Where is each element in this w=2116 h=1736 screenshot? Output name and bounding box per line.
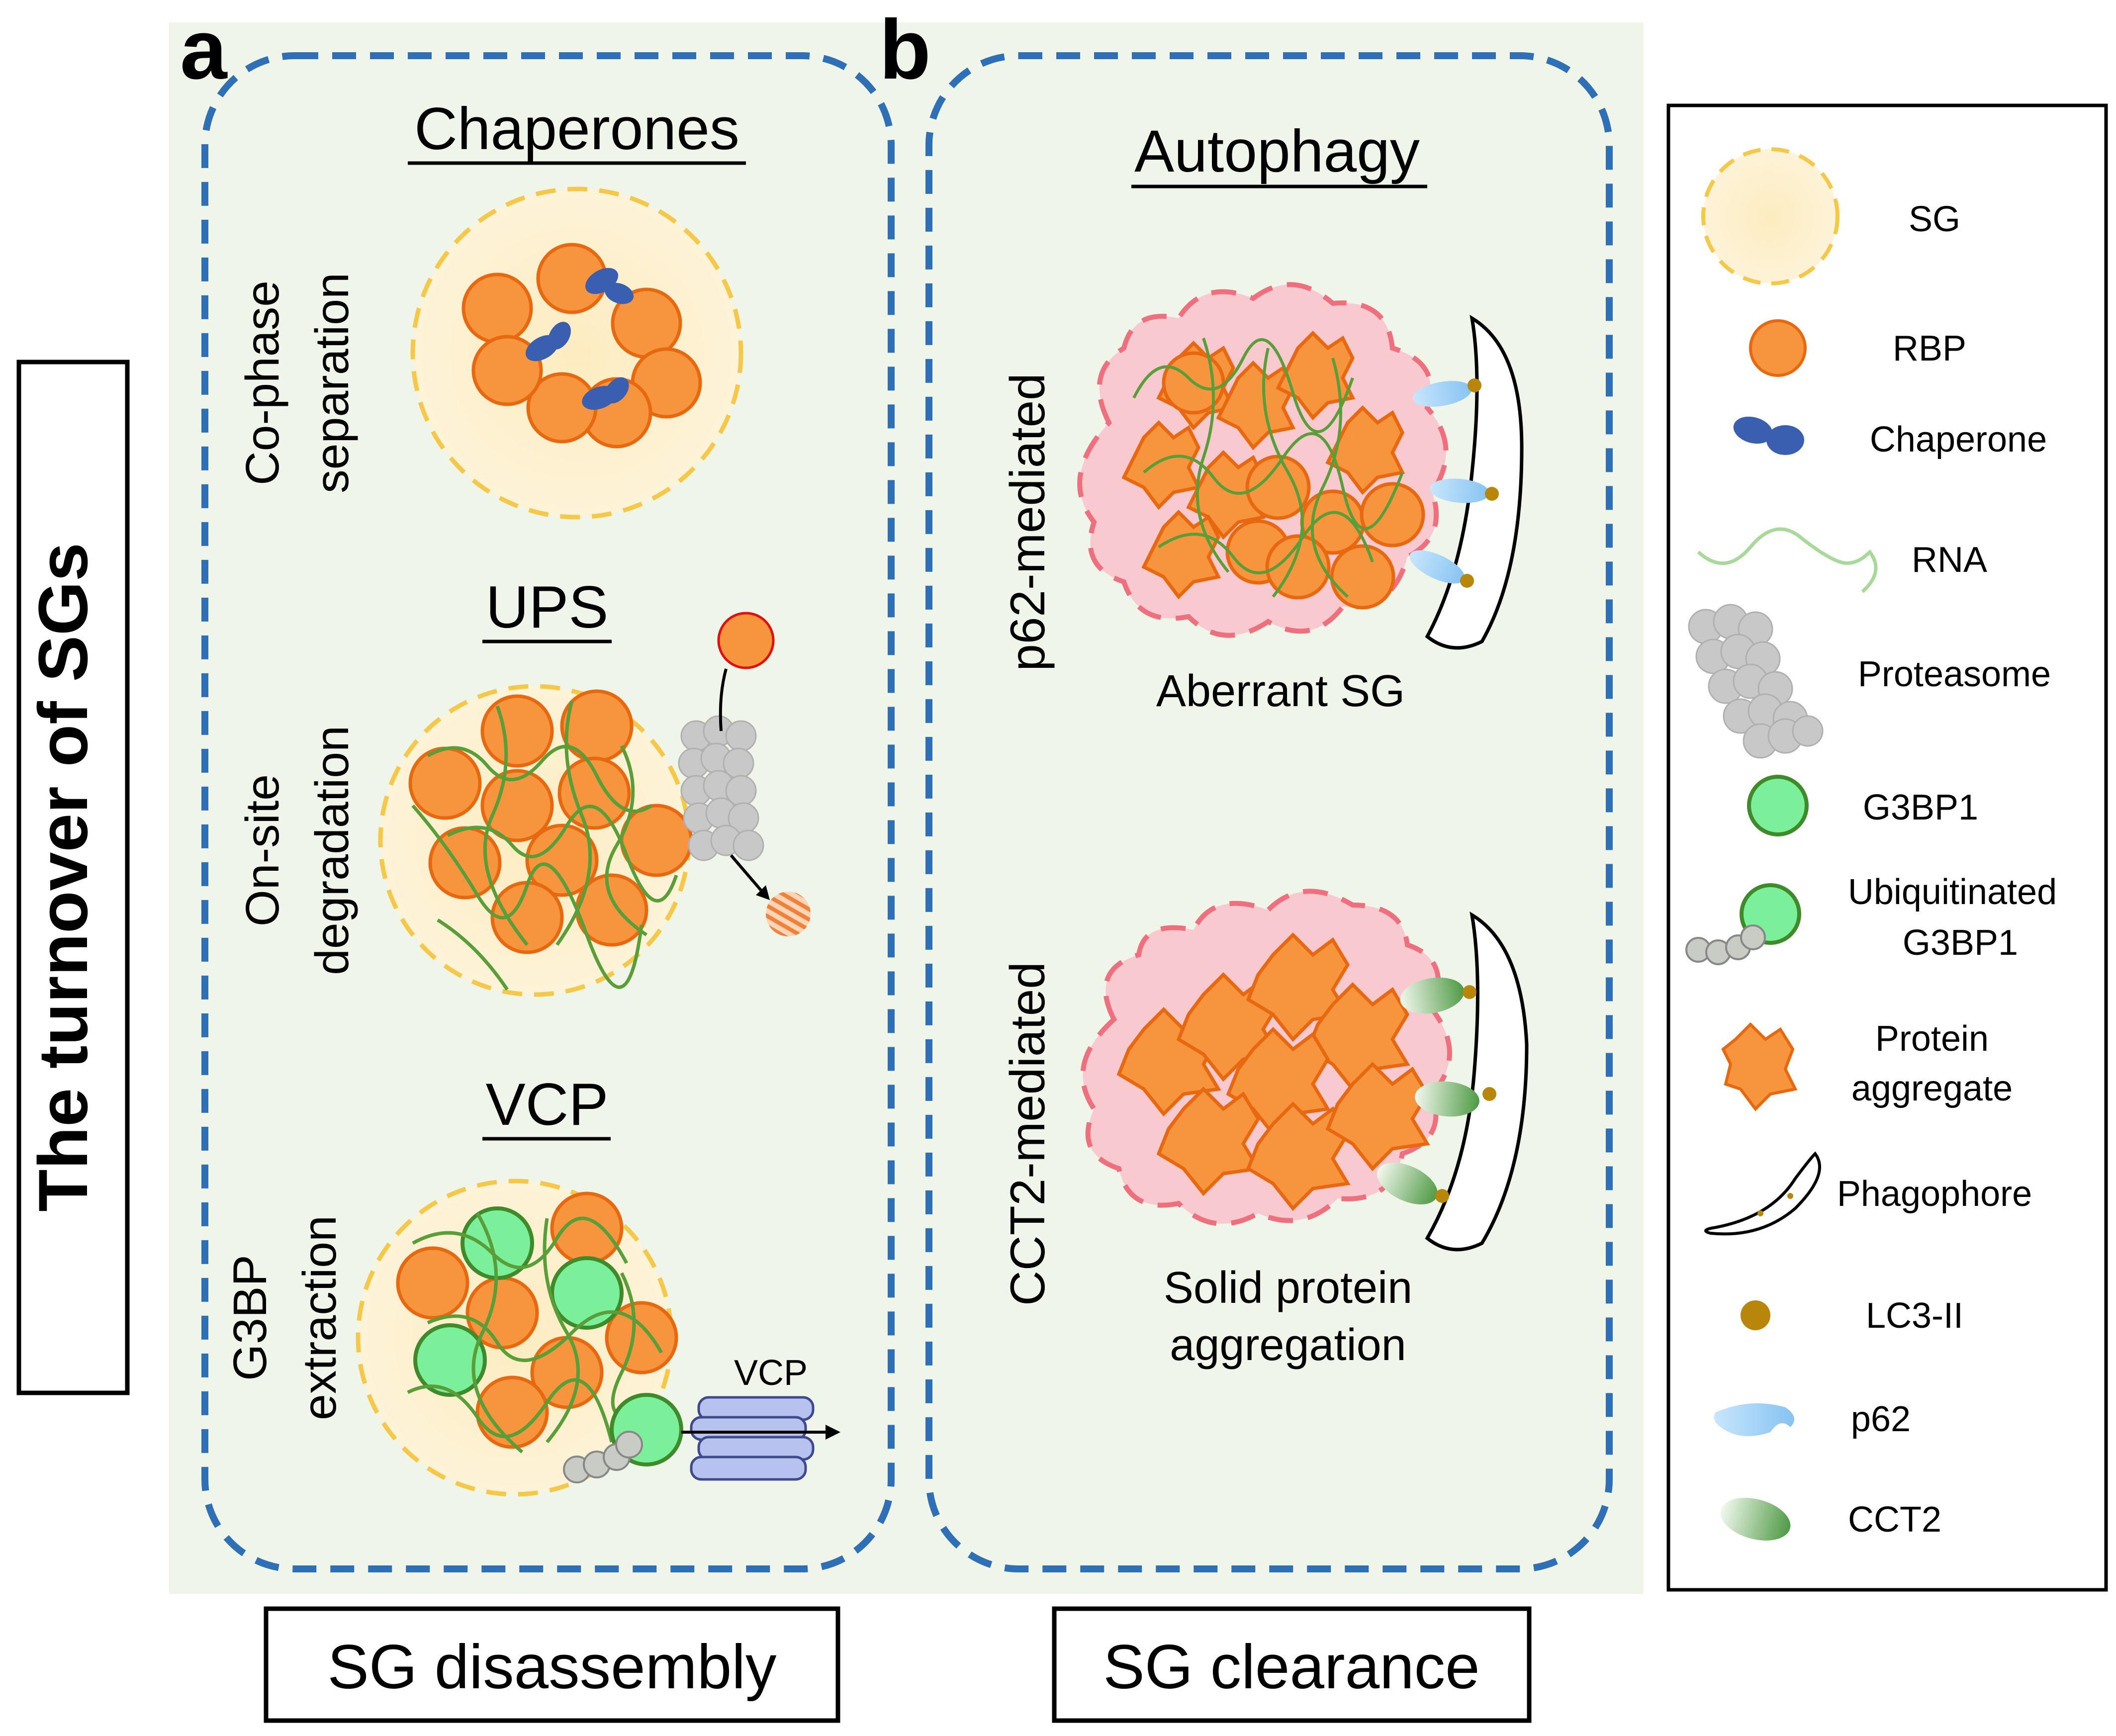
g3bp1-icon bbox=[1747, 775, 1809, 836]
panel-b-letter: b bbox=[879, 2, 931, 97]
sg-cophase-droplet bbox=[410, 186, 743, 520]
onsite-label-line1: On-site bbox=[236, 774, 289, 926]
solid-aggregate-caption-line1: Solid protein bbox=[1164, 1263, 1412, 1313]
degraded-rbp bbox=[766, 892, 811, 936]
p62 bbox=[1412, 381, 1472, 407]
legend-label-protein-aggregate-line2: aggregate bbox=[1851, 1069, 2013, 1108]
protein-aggregate-icon bbox=[1721, 1022, 1798, 1111]
legend-label-sg: SG bbox=[1909, 199, 1960, 239]
legend-label-g3bp1: G3BP1 bbox=[1863, 788, 1978, 827]
legend-label-chaperone: Chaperone bbox=[1870, 420, 2047, 459]
chaperones-heading: Chaperones bbox=[414, 95, 739, 162]
phagophore-cct2 bbox=[1425, 912, 1529, 1252]
cct2-mediated-label: CCT2-mediated bbox=[1000, 962, 1055, 1306]
rbp-icon bbox=[1749, 319, 1807, 377]
legend-label-rna: RNA bbox=[1912, 540, 1987, 580]
cophase-label-line2: separation bbox=[306, 273, 359, 493]
chaperone bbox=[604, 377, 629, 404]
onsite-label: On-site degradation bbox=[236, 726, 359, 975]
cct2 bbox=[1400, 977, 1465, 1014]
legend-label-cct2: CCT2 bbox=[1848, 1500, 1941, 1540]
sg-ups-droplet bbox=[378, 612, 811, 997]
legend-label-lc3-ii: LC3-II bbox=[1866, 1296, 1963, 1336]
legend: SG RBP Chaperone RNA Proteasome G3BP1 Ub… bbox=[1666, 103, 2108, 1592]
legend-label-phagophore: Phagophore bbox=[1837, 1174, 2032, 1214]
sg-clearance-box: SG clearance bbox=[1052, 1606, 1532, 1723]
legend-label-ubiquitinated-g3bp1-line2: G3BP1 bbox=[1903, 923, 2018, 963]
lc3-ii-icon bbox=[1741, 1300, 1770, 1330]
phagophore-icon-dot bbox=[1757, 1210, 1763, 1216]
sg-disassembly-label: SG disassembly bbox=[327, 1633, 777, 1702]
ups-heading: UPS bbox=[486, 574, 609, 640]
sg-clearance-label: SG clearance bbox=[1103, 1633, 1479, 1702]
solid-aggregate-caption-line2: aggregation bbox=[1170, 1320, 1406, 1370]
rna-icon bbox=[1697, 527, 1878, 593]
ubiquitinated-g3bp1-icon bbox=[1685, 883, 1801, 965]
cct2 bbox=[1377, 1163, 1438, 1204]
cct2 bbox=[1415, 1081, 1479, 1117]
p62-icon bbox=[1714, 1403, 1794, 1436]
legend-label-rbp: RBP bbox=[1893, 329, 1966, 368]
vcp-complex bbox=[690, 1396, 815, 1481]
vcp-heading: VCP bbox=[486, 1071, 609, 1138]
legend-label-proteasome: Proteasome bbox=[1858, 654, 2051, 694]
vcp-complex-label: VCP bbox=[734, 1353, 808, 1393]
legend-label-protein-aggregate-line1: Protein bbox=[1875, 1019, 1989, 1059]
p62-mediated-label: p62-mediated bbox=[1000, 373, 1055, 671]
panel-a-letter: a bbox=[180, 2, 228, 97]
legend-box bbox=[1666, 103, 2108, 1592]
rbp-ubiquitin-target bbox=[717, 612, 775, 669]
sg-icon bbox=[1701, 147, 1840, 285]
chaperone-icon bbox=[1733, 416, 1804, 455]
rbp bbox=[471, 335, 543, 406]
legend-label-p62: p62 bbox=[1851, 1399, 1911, 1439]
side-title-box: The turnover of SGs bbox=[16, 360, 130, 1395]
chaperone bbox=[548, 322, 571, 350]
proteasome-icon bbox=[1688, 604, 1824, 759]
p62 bbox=[1430, 478, 1489, 503]
cct2-icon bbox=[1720, 1498, 1791, 1541]
aberrant-sg: Aberrant SG bbox=[1077, 282, 1524, 716]
phagophore-icon bbox=[1704, 1151, 1821, 1236]
aberrant-sg-caption: Aberrant SG bbox=[1156, 666, 1405, 716]
legend-label-ubiquitinated-g3bp1-line1: Ubiquitinated bbox=[1848, 872, 2057, 912]
sg-vcp-droplet: VCP bbox=[356, 1179, 840, 1497]
g3bp-label-line1: G3BP bbox=[224, 1255, 276, 1380]
proteasome bbox=[678, 715, 764, 861]
panel-b-border bbox=[925, 52, 1613, 1572]
cophase-label: Co-phase separation bbox=[236, 273, 359, 493]
side-title: The turnover of SGs bbox=[24, 543, 102, 1212]
p62 bbox=[1409, 550, 1465, 584]
rbp bbox=[461, 273, 533, 344]
solid-aggregate: Solid protein aggregation bbox=[1080, 889, 1529, 1370]
onsite-label-line2: degradation bbox=[306, 726, 359, 975]
sg-disassembly-box: SG disassembly bbox=[264, 1606, 840, 1723]
phagophore-icon-dot bbox=[1787, 1193, 1793, 1199]
g3bp-extraction-label: G3BP extraction bbox=[224, 1215, 346, 1420]
cophase-label-line1: Co-phase bbox=[236, 280, 289, 485]
chaperone bbox=[604, 282, 634, 304]
autophagy-heading: Autophagy bbox=[1134, 118, 1420, 184]
g3bp-label-line2: extraction bbox=[293, 1215, 346, 1420]
